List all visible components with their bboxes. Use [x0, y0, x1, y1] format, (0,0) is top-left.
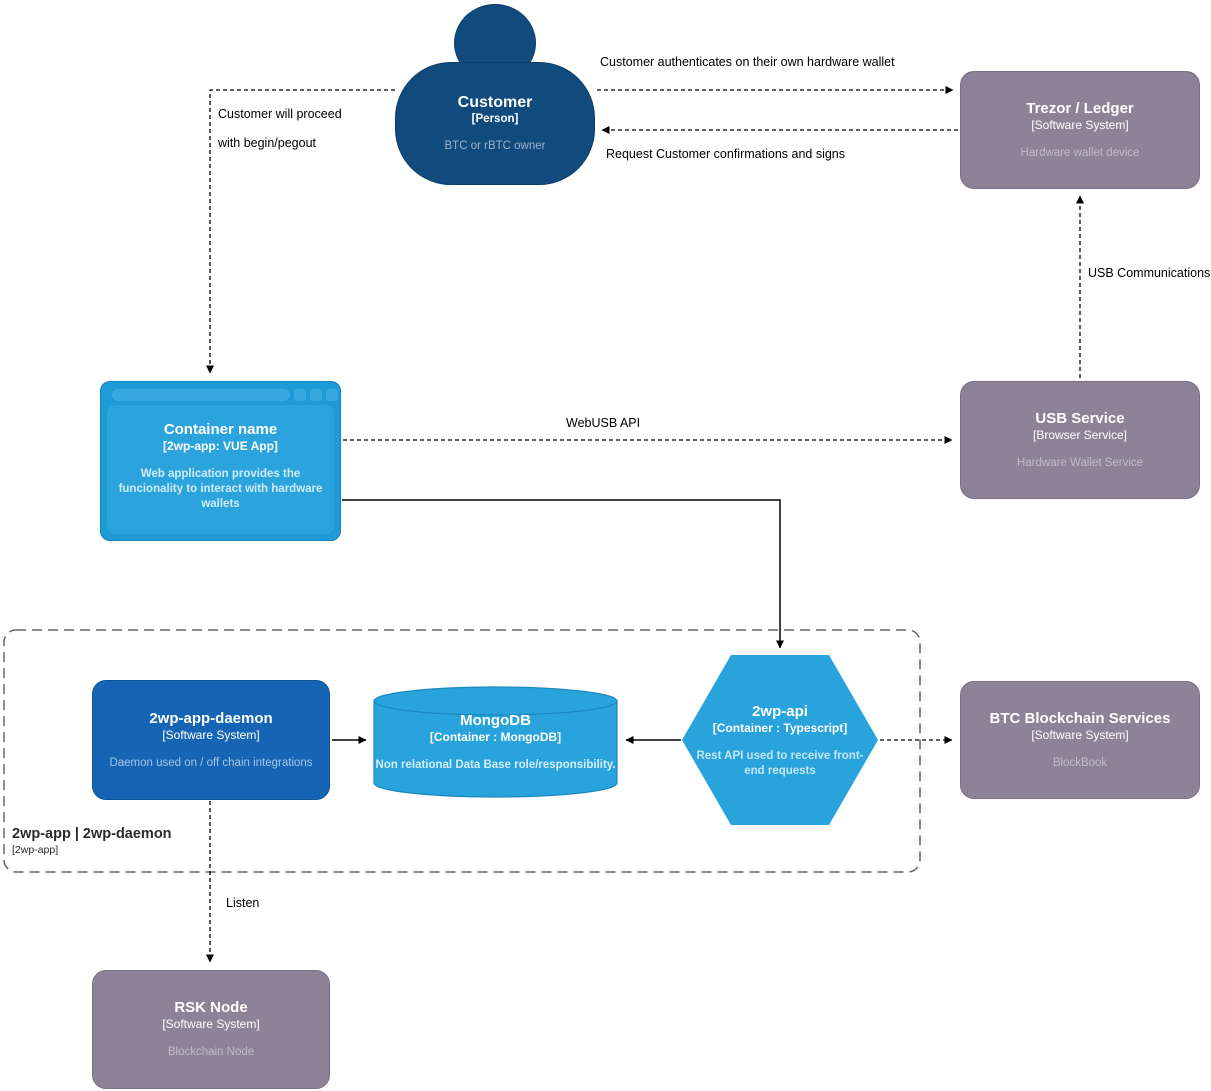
boundary-title: 2wp-app | 2wp-daemon — [12, 826, 172, 842]
edge-label-authenticates: Customer authenticates on their own hard… — [600, 55, 895, 69]
edge-label-listen: Listen — [226, 896, 260, 910]
browser-button-icon — [326, 389, 338, 401]
node-btc-blockchain-services: BTC Blockchain Services [Software System… — [960, 681, 1200, 799]
mongodb-description: Non relational Data Base role/responsibi… — [375, 759, 616, 771]
daemon-description: Daemon used on / off chain integrations — [109, 756, 313, 769]
btc-subtitle: [Software System] — [1031, 727, 1129, 742]
node-trezor-ledger: Trezor / Ledger [Software System] Hardwa… — [960, 71, 1200, 189]
mongodb-subtitle: [Container : MongoDB] — [429, 730, 562, 744]
customer-title: Customer — [457, 93, 533, 111]
edge-label-proceed-line2: with begin/pegout — [218, 136, 316, 150]
api-subtitle: [Container : Typescript] — [712, 721, 848, 736]
rsk-description: Blockchain Node — [167, 1046, 255, 1059]
trezor-title: Trezor / Ledger — [1026, 99, 1134, 117]
browser-address-bar-icon — [112, 389, 290, 401]
edge-label-usb-communications: USB Communications — [1088, 266, 1211, 280]
edge-label-webusb-api: WebUSB API — [566, 416, 641, 430]
edge-webapp-to-api — [342, 499, 784, 649]
edge-label-proceed-line1: Customer will proceed — [218, 107, 342, 121]
edge-customer-to-webapp — [206, 89, 395, 374]
webapp-description: Web application provides the funcionalit… — [118, 468, 323, 510]
browser-button-icon — [310, 389, 322, 401]
rsk-title: RSK Node — [174, 999, 248, 1017]
boundary-label: 2wp-app | 2wp-daemon [2wp-app] — [12, 826, 172, 856]
browser-content-panel: Container name [2wp-app: VUE App] Web ap… — [107, 405, 334, 534]
webapp-title: Container name — [163, 421, 278, 438]
webapp-subtitle: [2wp-app: VUE App] — [163, 439, 278, 453]
cylinder-shape-icon — [373, 686, 618, 798]
daemon-title: 2wp-app-daemon — [149, 709, 273, 727]
daemon-subtitle: [Software System] — [162, 727, 260, 742]
btc-description: BlockBook — [1052, 756, 1108, 769]
trezor-description: Hardware wallet device — [1020, 146, 1140, 159]
node-rsk-node: RSK Node [Software System] Blockchain No… — [92, 970, 330, 1089]
usb-service-title: USB Service — [1035, 409, 1125, 427]
boundary-subtitle: [2wp-app] — [12, 844, 59, 856]
btc-title: BTC Blockchain Services — [989, 709, 1171, 727]
browser-button-icon — [294, 389, 306, 401]
boundary-2wp-app — [3, 629, 921, 873]
node-mongodb: MongoDB [Container : MongoDB] Non relati… — [373, 686, 618, 798]
customer-subtitle: [Person] — [471, 112, 519, 125]
api-title: 2wp-api — [752, 703, 808, 721]
edge-label-confirmations: Request Customer confirmations and signs — [606, 147, 846, 161]
usb-service-description: Hardware Wallet Service — [1016, 456, 1144, 469]
trezor-subtitle: [Software System] — [1031, 117, 1129, 132]
mongodb-title: MongoDB — [460, 712, 531, 729]
api-description: Rest API used to receive front-end reque… — [696, 750, 864, 777]
node-2wp-app-daemon: 2wp-app-daemon [Software System] Daemon … — [92, 680, 330, 800]
node-2wp-api: 2wp-api [Container : Typescript] Rest AP… — [682, 655, 878, 825]
node-webapp-container: Container name [2wp-app: VUE App] Web ap… — [100, 381, 341, 541]
rsk-subtitle: [Software System] — [162, 1017, 260, 1032]
node-usb-service: USB Service [Browser Service] Hardware W… — [960, 381, 1200, 499]
customer-description: BTC or rBTC owner — [444, 140, 546, 153]
usb-service-subtitle: [Browser Service] — [1032, 427, 1128, 442]
node-customer: Customer [Person] BTC or rBTC owner — [395, 62, 595, 185]
